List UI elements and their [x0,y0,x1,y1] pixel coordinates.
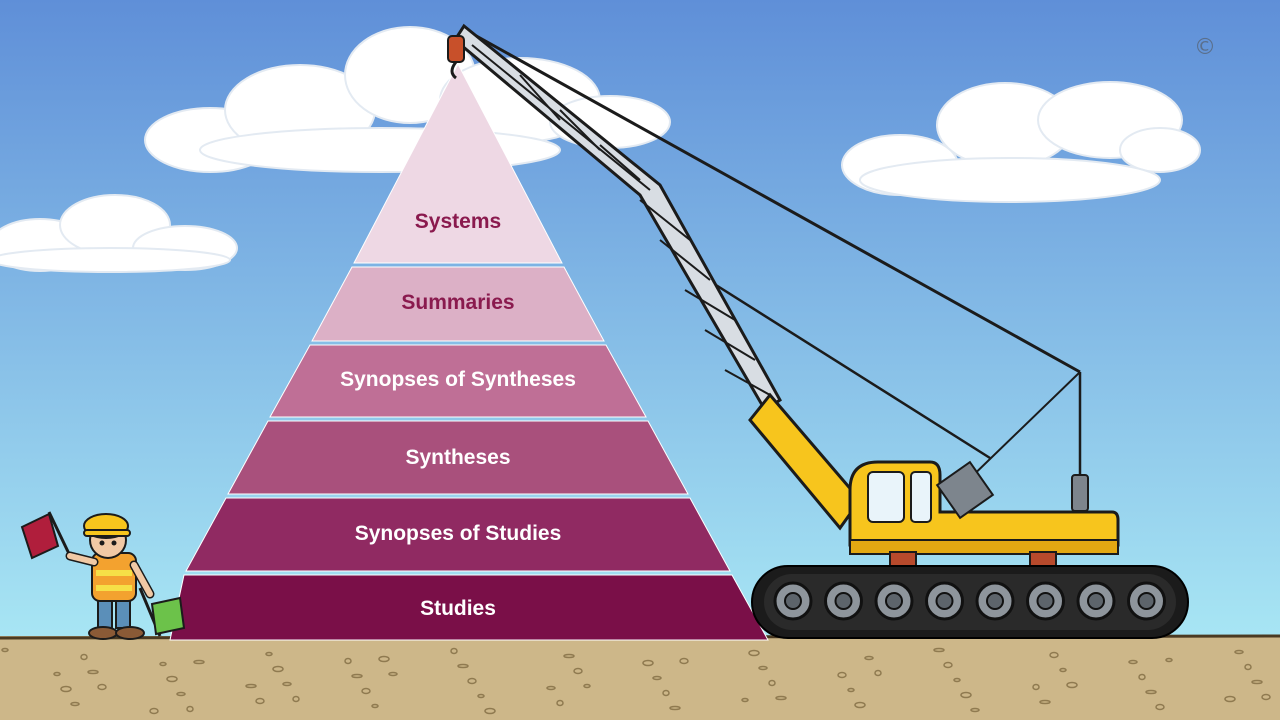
pebble [775,695,787,701]
track-wheel-hub [885,592,903,610]
pebble [149,707,159,715]
pebble [159,661,167,667]
pebble [970,707,980,713]
pebble [80,653,88,661]
pebble [556,699,564,707]
pyramid-level-2-label: Summaries [401,291,515,314]
pyramid-level-1-label: Systems [414,210,502,233]
track-wheel-hub [986,592,1004,610]
pebble [573,667,583,675]
pyramid-level-4-shape [227,420,689,495]
pebble [60,685,72,693]
ground-pebbles [1,647,1271,715]
pebble [1128,659,1138,665]
pebble [669,705,681,711]
pebble [371,703,379,709]
pyramid-level-2-shape [311,266,605,342]
pebble [679,657,689,665]
pebble [467,677,477,685]
pebble [864,655,874,661]
pebble [1138,673,1146,681]
pebble [960,691,972,699]
pebble [1059,667,1067,673]
track-wheel-hub [1137,592,1156,610]
pebble [652,675,662,681]
pebble [847,687,855,693]
pyramid-level-4-label: Syntheses [405,446,511,469]
pebble [741,697,749,703]
track-wheel-hub [784,592,802,610]
pebble [484,707,496,715]
pebble [1251,679,1263,685]
pebble [272,665,284,673]
pebble [642,659,654,667]
pebble [874,669,882,677]
pebble [953,677,961,683]
pyramid-level-6-label: Studies [420,597,496,620]
pebble [186,705,194,713]
pebble [1165,657,1173,663]
pebble [768,679,776,687]
pebble [933,647,945,653]
pebble [87,669,99,675]
pebble [1244,663,1252,671]
track-wheel-hub [935,592,954,610]
pebble [1145,689,1157,695]
pebble [292,695,300,703]
pebble [748,649,760,657]
pebble [837,671,847,679]
pebble [477,693,485,699]
pebble [245,683,257,689]
pebble [1032,683,1040,691]
pyramid-level-3-label: Synopses of Syntheses [340,368,576,391]
pebble [583,683,591,689]
pebble [1039,699,1051,705]
pebble [1155,703,1165,711]
cloud-icon [0,194,238,273]
track-wheel-hub [1087,592,1105,610]
cloud-icon [841,81,1201,203]
crane-icon [447,23,1189,639]
pebble [166,675,178,683]
pebble [176,691,186,697]
track-wheel-hub [834,592,853,610]
copyright-icon: © [1194,35,1216,60]
pebble [1,647,9,653]
pebble [546,685,556,691]
pyramid-level-5-label: Synopses of Studies [354,522,562,545]
pebble [563,653,575,659]
track-wheels [773,581,1166,621]
pebble [361,687,371,695]
construction-worker-icon [20,511,186,640]
pebble [758,665,768,671]
pebble [378,655,390,663]
pebble [943,661,953,669]
pebble [1224,695,1236,703]
pebble [53,671,61,677]
pebble [1234,649,1244,655]
pebble [450,647,458,655]
pyramid-level-3-shape [269,344,647,418]
pebble [282,681,292,687]
pyramid-level-1-shape [353,62,563,264]
pebble [193,659,205,665]
pebble [255,697,265,705]
pebble [457,663,469,669]
pebble [265,651,273,657]
pebble [662,689,670,697]
pebble [70,701,80,707]
pebble [854,701,866,709]
ground [0,636,1280,720]
pebble [344,657,352,665]
pebble [1049,651,1059,659]
pebble [97,683,107,691]
pebble [1261,693,1271,701]
track-wheel-hub [1036,592,1055,610]
pebble [388,671,398,677]
pebble [1066,681,1078,689]
pebble [351,673,363,679]
pyramid-level-5-shape [185,497,731,572]
